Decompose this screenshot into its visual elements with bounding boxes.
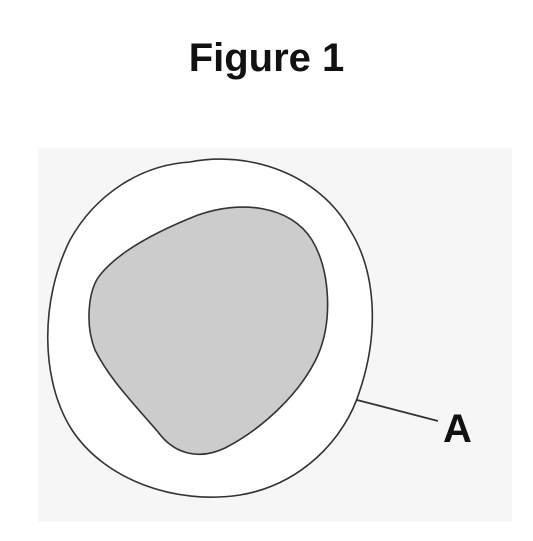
label-a: A xyxy=(443,407,472,451)
figure-title: Figure 1 xyxy=(188,36,345,80)
label-a-leader-line xyxy=(356,399,439,422)
inner-body xyxy=(88,206,329,455)
